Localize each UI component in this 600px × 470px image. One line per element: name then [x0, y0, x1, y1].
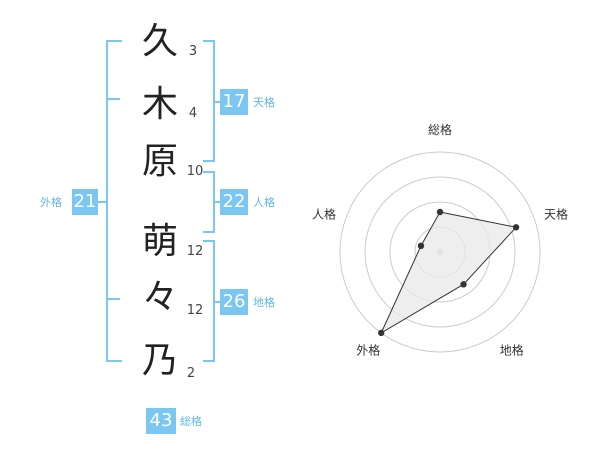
name-char-4: 萌	[141, 221, 178, 262]
gaikaku-bracket	[106, 40, 122, 362]
radar-axis-label: 総格	[428, 122, 452, 137]
stroke-count-2: 4	[188, 106, 198, 121]
tenkaku-value: 17	[220, 89, 248, 115]
soukaku-label: 総格	[180, 415, 202, 428]
radar-point	[417, 242, 425, 250]
radar-ring	[364, 176, 516, 328]
soukaku-value: 43	[146, 408, 176, 434]
stroke-count-1: 3	[188, 44, 198, 59]
radar-point	[460, 281, 467, 288]
stroke-count-4: 12	[186, 244, 204, 259]
name-char-1: 久	[141, 21, 178, 62]
gaikaku-bracket-mid	[108, 98, 120, 100]
chikaku-bracket-join	[215, 301, 223, 303]
radar-axis-label: 天格	[544, 206, 568, 221]
gaikaku-label: 外格	[40, 196, 62, 209]
tenkaku-bracket	[203, 40, 215, 162]
chikaku-bracket	[203, 240, 215, 362]
stroke-count-6: 2	[186, 366, 196, 381]
radar-axis-label: 地格	[500, 343, 524, 358]
name-char-3: 原	[141, 141, 178, 182]
stroke-count-5: 12	[186, 303, 204, 318]
chikaku-value: 26	[220, 289, 248, 315]
gaikaku-bracket-join	[98, 201, 108, 203]
gaikaku-bracket-mid	[108, 298, 120, 300]
radar-axis-label: 外格	[356, 343, 380, 358]
stroke-count-3: 10	[186, 164, 204, 179]
tenkaku-bracket-join	[215, 101, 223, 103]
tenkaku-label: 天格	[253, 96, 275, 109]
radar-ring	[339, 151, 541, 353]
jinkaku-label: 人格	[253, 196, 275, 209]
radar-points	[378, 208, 520, 337]
name-char-6: 乃	[141, 340, 178, 381]
name-char-5: 々	[141, 277, 178, 318]
radar-point	[436, 208, 444, 216]
name-char-2: 木	[141, 84, 178, 125]
jinkaku-bracket	[203, 171, 215, 233]
radar-data-area	[380, 211, 518, 335]
radar-axis-label: 人格	[312, 206, 336, 221]
chikaku-label: 地格	[253, 296, 275, 309]
jinkaku-bracket-join	[215, 201, 223, 203]
radar-point	[378, 329, 385, 337]
gaikaku-value: 21	[72, 189, 98, 215]
radar-point	[512, 224, 520, 231]
jinkaku-value: 22	[220, 189, 248, 215]
